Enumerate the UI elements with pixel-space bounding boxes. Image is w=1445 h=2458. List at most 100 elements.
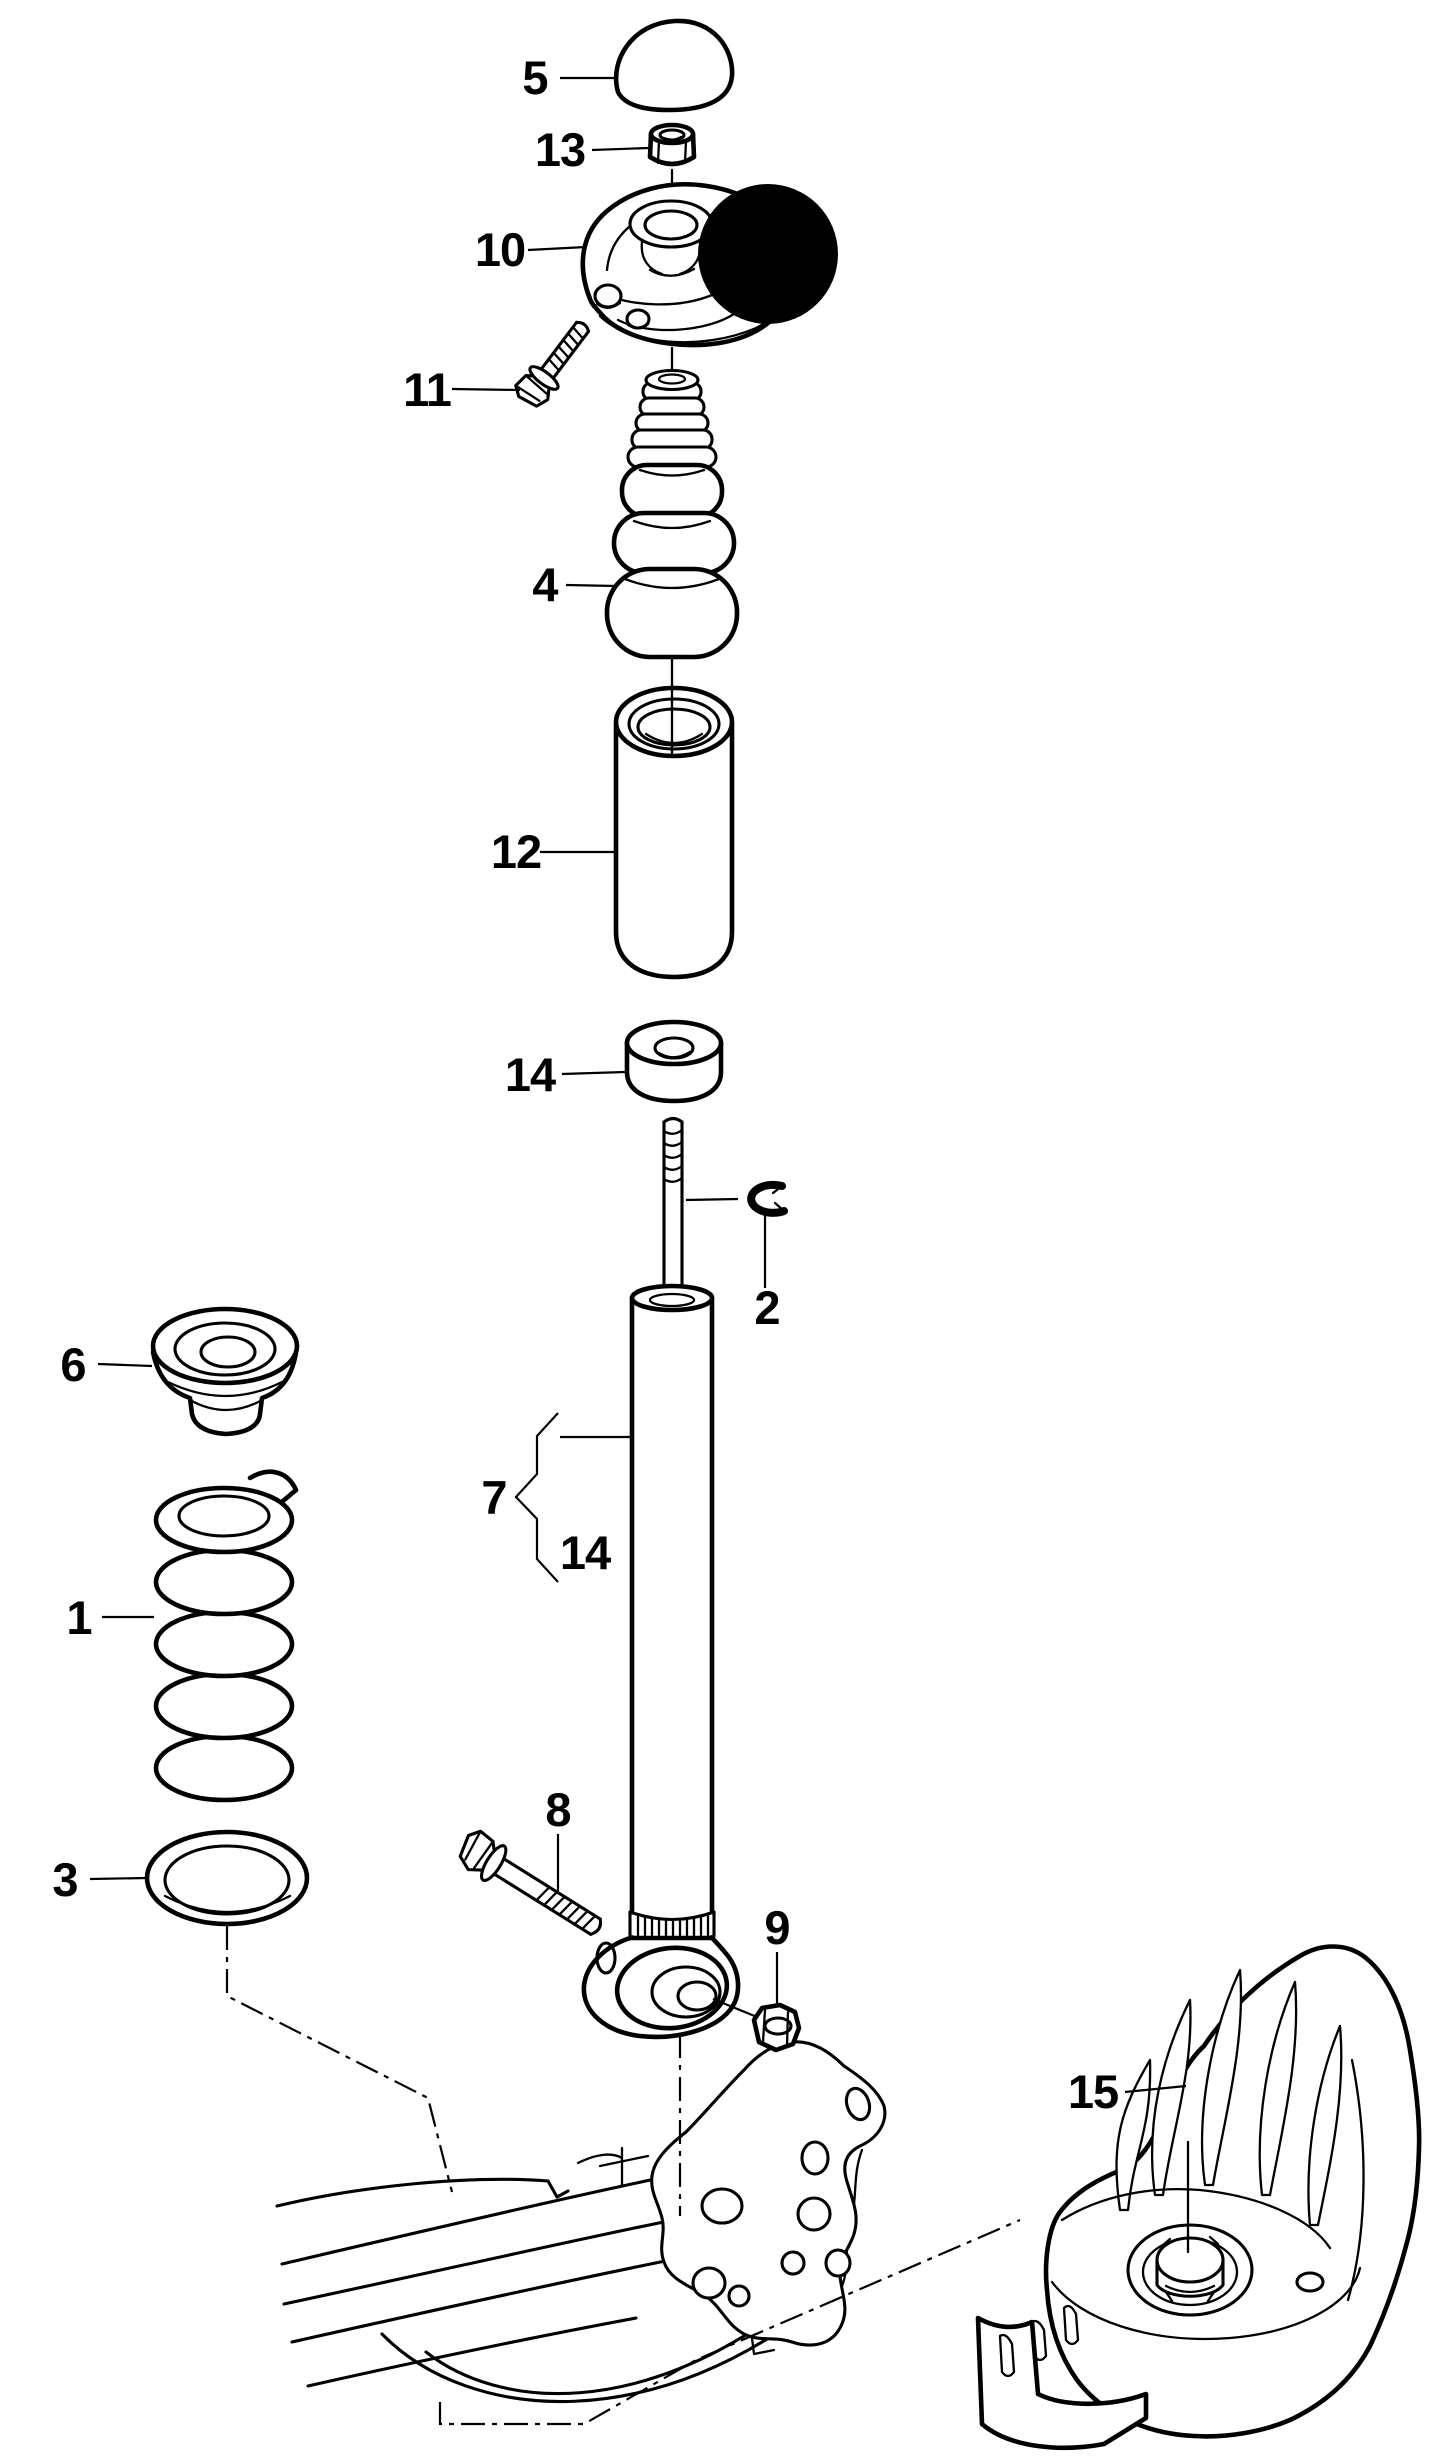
callout-14-upper[interactable]: 14 bbox=[505, 1048, 626, 1101]
washer-top-face bbox=[624, 1019, 724, 1067]
shock-rod-seal bbox=[648, 1292, 696, 1308]
axle-beam-notch bbox=[546, 2179, 570, 2199]
callout-12[interactable]: 12 bbox=[491, 825, 614, 878]
mount-hole-1-depth bbox=[595, 301, 622, 309]
part-dust-cap[interactable] bbox=[613, 18, 735, 113]
callout-3[interactable]: 3 bbox=[52, 1853, 147, 1906]
callout-2[interactable]: 2 bbox=[685, 1197, 781, 1334]
bump-fold-lines bbox=[623, 468, 721, 590]
bracket-hole-4 bbox=[780, 2250, 806, 2276]
axle-beam-bracket-edge bbox=[576, 2146, 650, 2188]
bolt8-head-facets bbox=[464, 1830, 495, 1870]
label-14-lower[interactable]: 14 bbox=[560, 1526, 612, 1579]
bolt11-threads bbox=[547, 326, 585, 372]
callout-7-14-group[interactable]: 7 14 bbox=[481, 1412, 630, 1583]
callout-15[interactable]: 15 bbox=[1068, 2065, 1187, 2118]
callout-8[interactable]: 8 bbox=[545, 1783, 572, 1893]
label-6[interactable]: 6 bbox=[60, 1338, 86, 1391]
callout-9[interactable]: 9 bbox=[764, 1901, 791, 2004]
label-10[interactable]: 10 bbox=[475, 223, 526, 276]
cover-base-rim-upper bbox=[1060, 2187, 1332, 2250]
springcap-ring bbox=[173, 1321, 277, 1377]
bracket-plate-outline bbox=[650, 2040, 887, 2347]
bolt11-shaft bbox=[540, 320, 591, 380]
callout-5[interactable]: 5 bbox=[522, 51, 616, 104]
bolt8-threads bbox=[535, 1886, 597, 1931]
callout-11[interactable]: 11 bbox=[403, 363, 521, 416]
circlip-ends bbox=[771, 1184, 786, 1213]
cover-contour bbox=[1346, 2058, 1365, 2302]
callout-6[interactable]: 6 bbox=[60, 1338, 153, 1391]
cap-outline bbox=[613, 18, 735, 113]
label-1[interactable]: 1 bbox=[66, 1591, 92, 1644]
cover-boss-cup-wall bbox=[1155, 2258, 1225, 2298]
callout-13[interactable]: 13 bbox=[535, 123, 649, 176]
washer-hole-depth bbox=[657, 1050, 692, 1059]
selection-marker-dot bbox=[698, 184, 838, 324]
callout-4[interactable]: 4 bbox=[532, 558, 617, 611]
axle-beam-top-edge bbox=[275, 2177, 550, 2208]
leader-10 bbox=[527, 245, 587, 252]
spring-coil-1 bbox=[153, 1485, 295, 1555]
part-spring-cap[interactable] bbox=[150, 1306, 300, 1437]
springcap-center bbox=[199, 1335, 257, 1369]
part-upper-bolt[interactable] bbox=[512, 314, 598, 413]
part-coil-spring[interactable] bbox=[153, 1469, 299, 1803]
springcap-top-face bbox=[150, 1306, 300, 1386]
cover-boss-cup-inner bbox=[1164, 2284, 1216, 2294]
bracket-hole-lug bbox=[844, 2086, 872, 2122]
label-9[interactable]: 9 bbox=[764, 1901, 790, 1954]
label-15[interactable]: 15 bbox=[1068, 2065, 1119, 2118]
spring-coil-4 bbox=[153, 1671, 295, 1741]
cover-boss-cup-top bbox=[1155, 2236, 1225, 2284]
callout-1[interactable]: 1 bbox=[66, 1591, 154, 1644]
centerline-spring-seat bbox=[225, 1926, 454, 2193]
cover-small-hole bbox=[1295, 2271, 1325, 2293]
springcap-skirt-lines bbox=[166, 1380, 284, 1412]
spring-wire-end bbox=[247, 1469, 299, 1504]
leader-4 bbox=[565, 583, 617, 588]
spring-coil-3 bbox=[153, 1609, 295, 1679]
leader-3 bbox=[89, 1876, 147, 1881]
label-8[interactable]: 8 bbox=[545, 1783, 571, 1836]
cover-bracket-slot-3 bbox=[1062, 2304, 1080, 2346]
leader-2 bbox=[685, 1197, 767, 1288]
shock-eye-bore bbox=[676, 1980, 718, 2012]
label-4[interactable]: 4 bbox=[532, 558, 559, 611]
part-washer-bushing[interactable] bbox=[624, 1019, 724, 1104]
label-7[interactable]: 7 bbox=[481, 1471, 507, 1524]
part-top-nut[interactable] bbox=[647, 122, 697, 222]
part-bump-stop[interactable] bbox=[604, 368, 740, 660]
label-3[interactable]: 3 bbox=[52, 1853, 78, 1906]
shock-collar-knurl bbox=[636, 1914, 710, 1946]
label-2[interactable]: 2 bbox=[754, 1281, 780, 1334]
shock-mount-bracket[interactable] bbox=[650, 2040, 887, 2356]
cover-bracket-slot-1 bbox=[998, 2333, 1016, 2378]
circlip-ring bbox=[747, 1180, 788, 1217]
label-13[interactable]: 13 bbox=[535, 123, 586, 176]
mount-hole-2-depth bbox=[626, 322, 650, 329]
bump-top-hole bbox=[657, 373, 687, 385]
part-shock-absorber[interactable] bbox=[581, 1116, 741, 2040]
axle-beam-line-3 bbox=[290, 2254, 692, 2344]
bracket-hole-1 bbox=[800, 2140, 830, 2176]
part-lower-bolt[interactable] bbox=[453, 1827, 610, 1946]
part-spring-seat[interactable] bbox=[144, 1829, 310, 1927]
cover-rib-5 bbox=[1307, 2024, 1343, 2227]
callout-10[interactable]: 10 bbox=[475, 223, 587, 276]
part-lower-nut[interactable] bbox=[712, 1997, 802, 2053]
tube-rim-ring-2 bbox=[627, 697, 721, 751]
rod-threads bbox=[662, 1128, 684, 1183]
label-14-upper[interactable]: 14 bbox=[505, 1048, 557, 1101]
wheel-hub-arc-inner bbox=[424, 2304, 790, 2396]
label-5[interactable]: 5 bbox=[522, 51, 548, 104]
part-circlip[interactable] bbox=[747, 1180, 788, 1217]
label-11[interactable]: 11 bbox=[403, 363, 452, 416]
bracket-hole-6 bbox=[691, 2266, 727, 2300]
part-protective-tube[interactable] bbox=[613, 656, 735, 980]
label-12[interactable]: 12 bbox=[491, 825, 542, 878]
bolt11-head-facets bbox=[514, 374, 549, 402]
shock-body-top-rim bbox=[629, 1283, 715, 1313]
part-spring-cover[interactable] bbox=[975, 1944, 1422, 2451]
leader-11 bbox=[451, 387, 521, 392]
